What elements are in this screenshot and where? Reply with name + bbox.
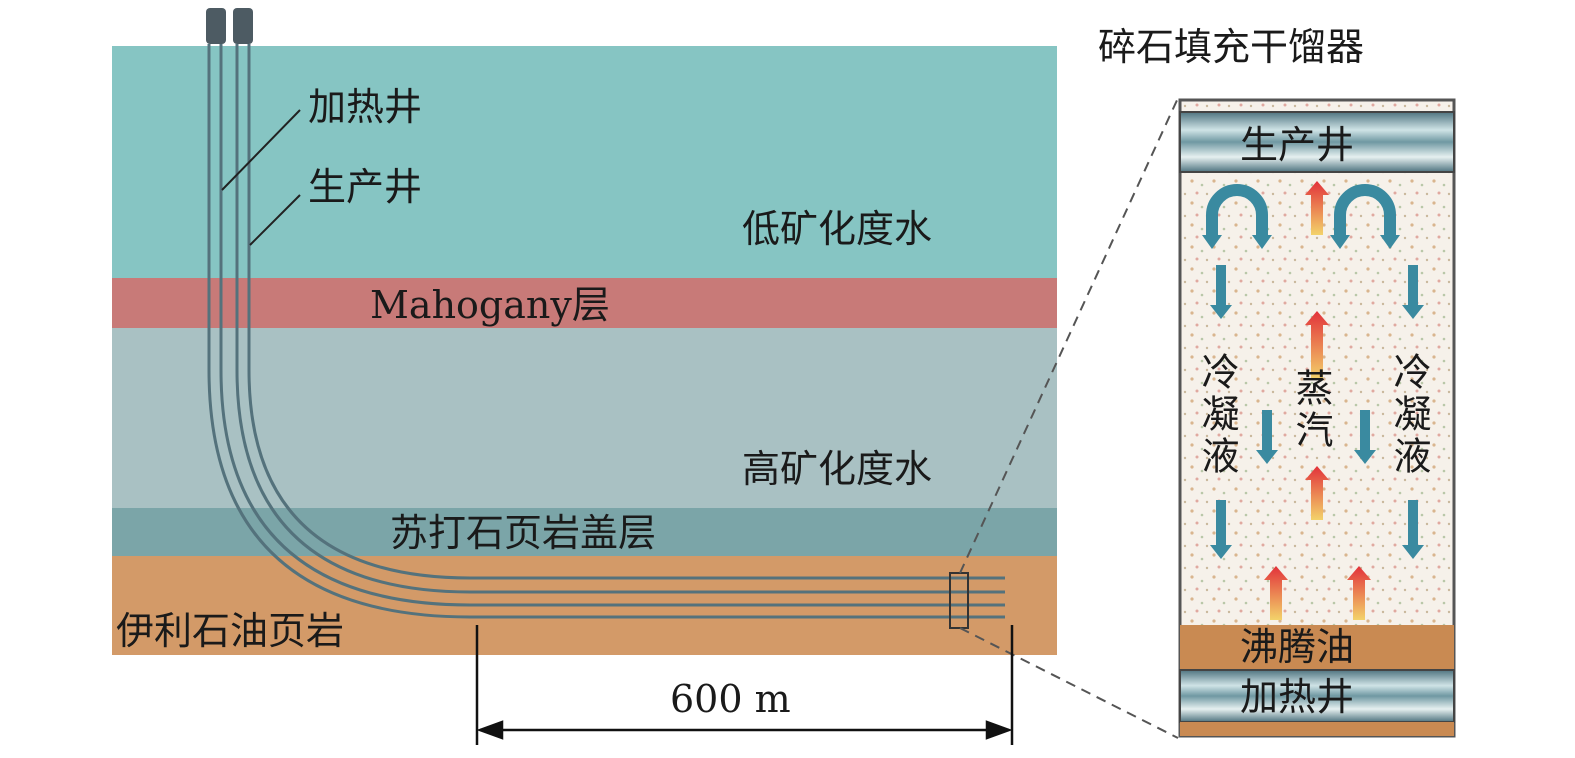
panel-label-steam: 蒸汽 <box>1289 368 1333 452</box>
panel-boiling-oil <box>1180 625 1454 670</box>
panel-label-condensate-left: 冷凝液 <box>1195 352 1239 478</box>
panel-label-producer: 生产井 <box>1240 123 1355 167</box>
panel-producer-pipe <box>1179 111 1455 173</box>
layer-low-salinity-water <box>112 46 1057 278</box>
label-high-salinity-water: 高矿化度水 <box>742 447 933 491</box>
label-producer-well: 生产井 <box>308 165 423 209</box>
label-oil-shale: 伊利石油页岩 <box>116 609 345 653</box>
label-mahogany: Mahogany层 <box>370 283 610 327</box>
label-heater-well: 加热井 <box>308 85 423 129</box>
zoom-region <box>949 572 969 629</box>
panel-label-heater: 加热井 <box>1240 675 1355 719</box>
panel-label-boiling-oil: 沸腾油 <box>1240 625 1355 669</box>
panel-label-condensate-right: 冷凝液 <box>1387 352 1431 478</box>
wellheads <box>206 8 253 44</box>
heater-well <box>207 44 1005 619</box>
layer-mahogany <box>112 278 1057 328</box>
retort-panel <box>1178 98 1456 738</box>
label-low-salinity-water: 低矿化度水 <box>742 207 933 251</box>
producer-well <box>235 44 1005 594</box>
panel-heater-pipe <box>1179 669 1455 723</box>
label-nahcolite-cap: 苏打石页岩盖层 <box>390 511 657 555</box>
panel-title: 碎石填充干馏器 <box>1098 25 1365 69</box>
dimension <box>475 625 1014 745</box>
label-distance: 600 m <box>670 677 791 721</box>
